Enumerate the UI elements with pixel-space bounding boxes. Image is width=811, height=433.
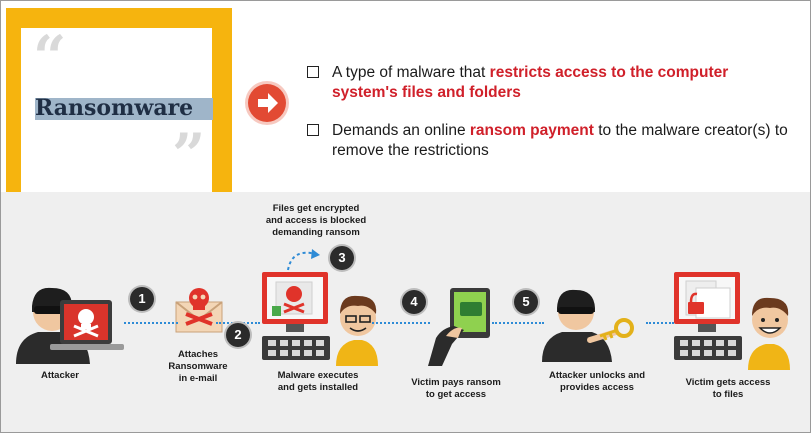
encrypted-label: Files get encrypted and access is blocke… — [265, 203, 367, 238]
bullet-text: A type of malware that restricts access … — [332, 64, 729, 101]
open-quote-icon: “ — [33, 23, 67, 91]
infected-computer-figure — [262, 272, 378, 366]
step-1-badge: 1 — [130, 287, 154, 311]
checkbox-icon — [307, 124, 319, 136]
step-4-badge: 4 — [402, 290, 426, 314]
checkbox-icon — [307, 66, 319, 78]
highlight-text: ransom payment — [469, 122, 594, 139]
attacker-label: Attacker — [40, 370, 80, 381]
malware-executes-label: Malware executes and gets installed — [277, 370, 359, 393]
close-quote-icon: ” — [172, 121, 206, 189]
unlocked-computer-figure — [674, 272, 790, 370]
page-title: Ransomware — [35, 95, 194, 121]
flow-connector — [646, 322, 674, 324]
envelope-icon — [175, 288, 223, 333]
highlight-text: restricts access to the computer system'… — [332, 64, 729, 101]
flow-connector — [124, 322, 178, 324]
loop-arrow-icon — [287, 249, 320, 271]
bullet-ransom: Demands an online ransom payment to the … — [307, 121, 788, 163]
attacker-key-figure — [542, 289, 634, 362]
attaches-label: Attaches Ransomware in e-mail — [168, 349, 228, 384]
bullet-text: Demands an online ransom payment to the … — [332, 122, 788, 159]
attacker-figure — [16, 287, 124, 364]
title-highlight-bar — [35, 98, 213, 120]
step-5-badge: 5 — [514, 290, 538, 314]
flow-connector — [372, 322, 430, 324]
payment-icon — [428, 288, 490, 366]
step-2-badge: 2 — [226, 323, 250, 347]
attacker-unlocks-label: Attacker unlocks and provides access — [548, 370, 646, 393]
right-arrow-icon — [248, 84, 286, 122]
victim-pays-label: Victim pays ransom to get access — [411, 377, 501, 400]
step-3-badge: 3 — [330, 246, 354, 270]
bullet-definition: A type of malware that restricts access … — [307, 63, 787, 105]
victim-access-label: Victim gets access to files — [685, 377, 771, 400]
flow-connector — [492, 322, 544, 324]
